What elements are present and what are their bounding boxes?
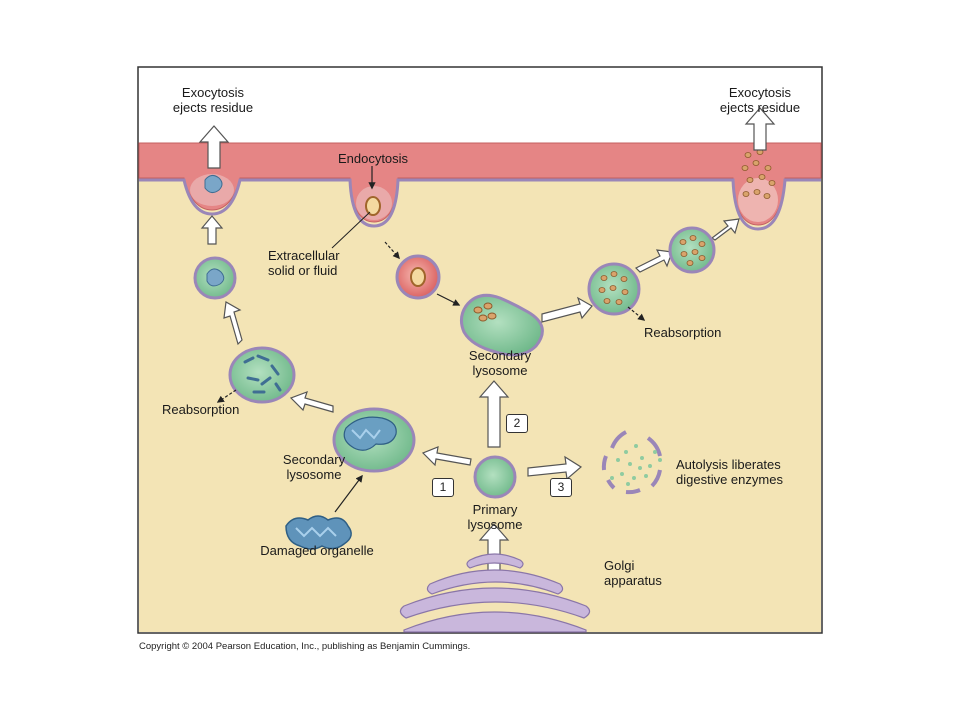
reabsorption-label-left: Reabsorption bbox=[162, 402, 240, 417]
plasma-membrane bbox=[138, 142, 822, 226]
damaged-organelle bbox=[285, 515, 352, 550]
pathway-number-3: 3 bbox=[550, 478, 572, 497]
exocytosis-left-line2: ejects residue bbox=[172, 100, 254, 115]
extracellular-pointer bbox=[331, 211, 371, 249]
autolysis-label: Autolysis liberates digestive enzymes bbox=[676, 457, 783, 487]
golgi-line2: apparatus bbox=[604, 573, 662, 588]
damaged-organelle-label: Damaged organelle bbox=[260, 543, 374, 558]
secondary-left-line2: lysosome bbox=[286, 467, 342, 482]
extracellular-label: Extracellular solid or fluid bbox=[268, 248, 340, 278]
secondary-left-line1: Secondary bbox=[282, 452, 346, 467]
exocytosis-pit-right bbox=[738, 178, 778, 222]
exocytosis-right-line1: Exocytosis bbox=[728, 85, 792, 100]
reabsorption-label-right: Reabsorption bbox=[644, 325, 722, 340]
flow-arrows bbox=[198, 107, 776, 579]
residual-body-right bbox=[668, 226, 716, 274]
primary-line2: lysosome bbox=[467, 517, 523, 532]
exocytosis-right-line2: ejects residue bbox=[719, 100, 801, 115]
exocytosis-left-line1: Exocytosis bbox=[181, 85, 245, 100]
golgi-apparatus bbox=[399, 553, 591, 633]
autolysis-line1: Autolysis liberates bbox=[676, 457, 781, 472]
pointer-to-secondary bbox=[436, 293, 461, 306]
secondary-lysosome-label-left: Secondary lysosome bbox=[264, 452, 364, 482]
secondary-top-line1: Secondary bbox=[468, 348, 532, 363]
reabsorption-pointer-right bbox=[627, 306, 646, 321]
extracellular-line1: Extracellular bbox=[268, 248, 340, 263]
extracellular-particle bbox=[365, 196, 381, 216]
primary-lysosome bbox=[473, 455, 517, 499]
pointer-to-vesicle bbox=[384, 241, 400, 260]
autolysis-burst bbox=[601, 430, 662, 495]
golgi-line1: Golgi bbox=[604, 558, 635, 573]
exocytosis-label-left: Exocytosis ejects residue bbox=[163, 85, 263, 115]
reabsorption-pointer-left bbox=[216, 389, 237, 403]
copyright-notice: Copyright © 2004 Pearson Education, Inc.… bbox=[139, 641, 471, 652]
primary-line1: Primary bbox=[472, 502, 518, 517]
pathway-number-1: 1 bbox=[432, 478, 454, 497]
residue-particles-right bbox=[741, 149, 776, 199]
golgi-label: Golgi apparatus bbox=[604, 558, 662, 588]
secondary-lysosome-label-top: Secondary lysosome bbox=[450, 348, 550, 378]
primary-lysosome-label: Primary lysosome bbox=[450, 502, 540, 532]
organelle-pointer bbox=[334, 474, 363, 513]
extracellular-line2: solid or fluid bbox=[268, 263, 338, 278]
autolysis-line2: digestive enzymes bbox=[676, 472, 783, 487]
residue-particle bbox=[204, 174, 223, 194]
exocytosis-label-right: Exocytosis ejects residue bbox=[710, 85, 810, 115]
endocytosis-label: Endocytosis bbox=[337, 151, 409, 166]
membrane-inner-line bbox=[139, 178, 821, 231]
secondary-top-line2: lysosome bbox=[472, 363, 528, 378]
pathway-number-2: 2 bbox=[506, 414, 528, 433]
